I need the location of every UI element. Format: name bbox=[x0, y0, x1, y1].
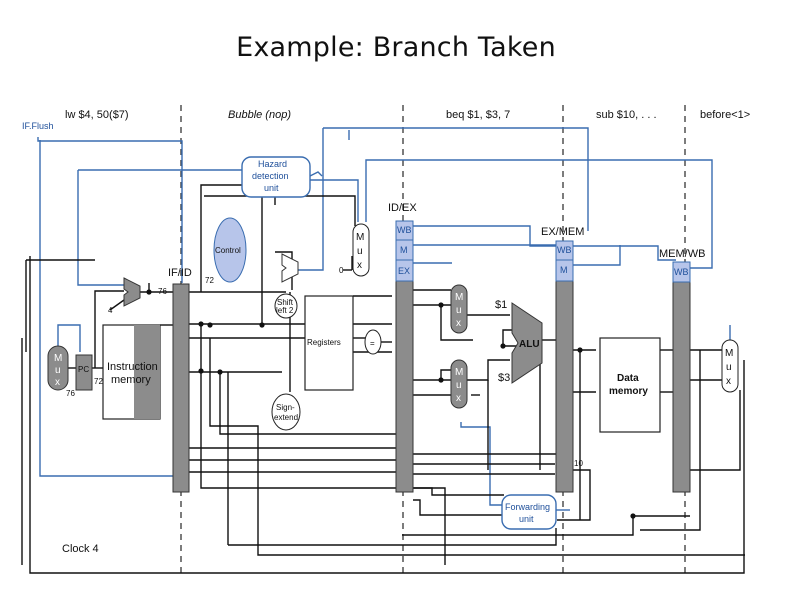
adder-input-value: 4 bbox=[108, 306, 113, 315]
equal-comparator: = bbox=[364, 329, 382, 355]
pc-register: PC 76 72 bbox=[66, 354, 103, 398]
svg-text:x: x bbox=[726, 376, 731, 387]
ifid-value: 72 bbox=[205, 276, 214, 285]
svg-text:IF/ID: IF/ID bbox=[168, 267, 192, 279]
svg-text:memory: memory bbox=[111, 374, 151, 386]
register-file: Registers bbox=[304, 295, 354, 391]
shift-left-2: Shift left 2 bbox=[274, 293, 298, 319]
svg-text:Shift: Shift bbox=[277, 298, 294, 307]
svg-text:u: u bbox=[357, 246, 363, 257]
svg-text:EX: EX bbox=[398, 266, 410, 276]
svg-text:memory: memory bbox=[609, 386, 648, 397]
svg-text:WB: WB bbox=[674, 267, 689, 277]
svg-text:M: M bbox=[455, 292, 463, 303]
id-stage-instruction: Bubble (nop) bbox=[228, 109, 291, 121]
svg-text:x: x bbox=[55, 377, 60, 388]
svg-text:ID/EX: ID/EX bbox=[388, 202, 417, 214]
pc-value: 76 bbox=[66, 389, 75, 398]
exmem-value: 10 bbox=[574, 459, 583, 468]
svg-text:u: u bbox=[726, 362, 732, 373]
ex-stage-instruction: beq $1, $3, 7 bbox=[446, 109, 510, 121]
svg-text:MEM/WB: MEM/WB bbox=[659, 248, 705, 260]
mem-stage-instruction: sub $10, . . . bbox=[596, 109, 657, 121]
mem-wb-register: WB MEM/WB bbox=[659, 248, 705, 493]
svg-text:WB: WB bbox=[397, 225, 412, 235]
ex-mem-register: WB M EX/MEM 10 bbox=[541, 226, 584, 493]
svg-text:x: x bbox=[357, 260, 362, 271]
svg-text:Forwarding: Forwarding bbox=[505, 502, 550, 512]
svg-text:unit: unit bbox=[519, 514, 534, 524]
pc-out-value: 72 bbox=[94, 377, 103, 386]
svg-text:M: M bbox=[725, 348, 733, 359]
svg-text:x: x bbox=[456, 393, 461, 404]
svg-text:M: M bbox=[455, 367, 463, 378]
svg-text:x: x bbox=[456, 318, 461, 329]
sign-extend: Sign- extend bbox=[271, 393, 301, 431]
svg-text:M: M bbox=[560, 265, 568, 275]
svg-text:Control: Control bbox=[215, 246, 241, 255]
svg-text:detection: detection bbox=[252, 171, 289, 181]
svg-text:M: M bbox=[400, 245, 408, 255]
pc-adder: 4 76 bbox=[108, 277, 167, 315]
svg-text:extend: extend bbox=[274, 413, 298, 422]
svg-text:EX/MEM: EX/MEM bbox=[541, 226, 584, 238]
svg-text:u: u bbox=[456, 305, 462, 316]
svg-text:PC: PC bbox=[78, 365, 89, 374]
svg-text:=: = bbox=[370, 339, 375, 348]
svg-text:Sign-: Sign- bbox=[276, 403, 295, 412]
svg-text:ALU: ALU bbox=[519, 339, 540, 350]
clock-label: Clock 4 bbox=[62, 543, 99, 555]
if-flush-label: IF.Flush bbox=[22, 121, 54, 131]
pc-mux: M u x bbox=[47, 345, 69, 391]
svg-text:u: u bbox=[456, 380, 462, 391]
svg-text:left 2: left 2 bbox=[276, 306, 294, 315]
svg-text:Registers: Registers bbox=[307, 338, 341, 347]
svg-text:Instruction: Instruction bbox=[107, 361, 158, 373]
branch-adder bbox=[281, 253, 299, 283]
adder-output-value: 76 bbox=[158, 287, 167, 296]
hazard-detection-unit: Hazard detection unit bbox=[241, 156, 311, 198]
forwarding-unit: Forwarding unit bbox=[501, 494, 557, 530]
data-wires bbox=[21, 184, 745, 574]
zero-signal: 0 bbox=[339, 266, 344, 275]
rt-label: $3 bbox=[498, 372, 510, 384]
control-unit: Control bbox=[213, 217, 247, 283]
alu: ALU bbox=[511, 302, 543, 384]
svg-text:Data: Data bbox=[617, 373, 639, 384]
data-memory: Data memory bbox=[599, 337, 661, 433]
svg-text:M: M bbox=[54, 353, 62, 364]
writeback-mux: M u x bbox=[721, 339, 739, 393]
control-wires bbox=[37, 127, 731, 511]
id-ex-register: WB M EX ID/EX bbox=[388, 202, 417, 493]
alu-input-a-mux: M u x bbox=[450, 284, 468, 334]
if-id-register: IF/ID 72 bbox=[168, 267, 214, 493]
control-zero-mux: M u x 0 bbox=[339, 223, 370, 277]
wb-stage-instruction: before<1> bbox=[700, 109, 750, 121]
svg-text:M: M bbox=[356, 232, 364, 243]
rs-label: $1 bbox=[495, 299, 507, 311]
alu-input-b-mux: M u x bbox=[450, 359, 468, 409]
instruction-memory: Instruction memory bbox=[102, 324, 161, 420]
if-stage-instruction: lw $4, 50($7) bbox=[65, 109, 129, 121]
svg-text:WB: WB bbox=[557, 245, 572, 255]
svg-text:unit: unit bbox=[264, 183, 279, 193]
svg-text:u: u bbox=[55, 365, 61, 376]
slide-title: Example: Branch Taken bbox=[236, 32, 556, 63]
svg-text:Hazard: Hazard bbox=[258, 159, 287, 169]
